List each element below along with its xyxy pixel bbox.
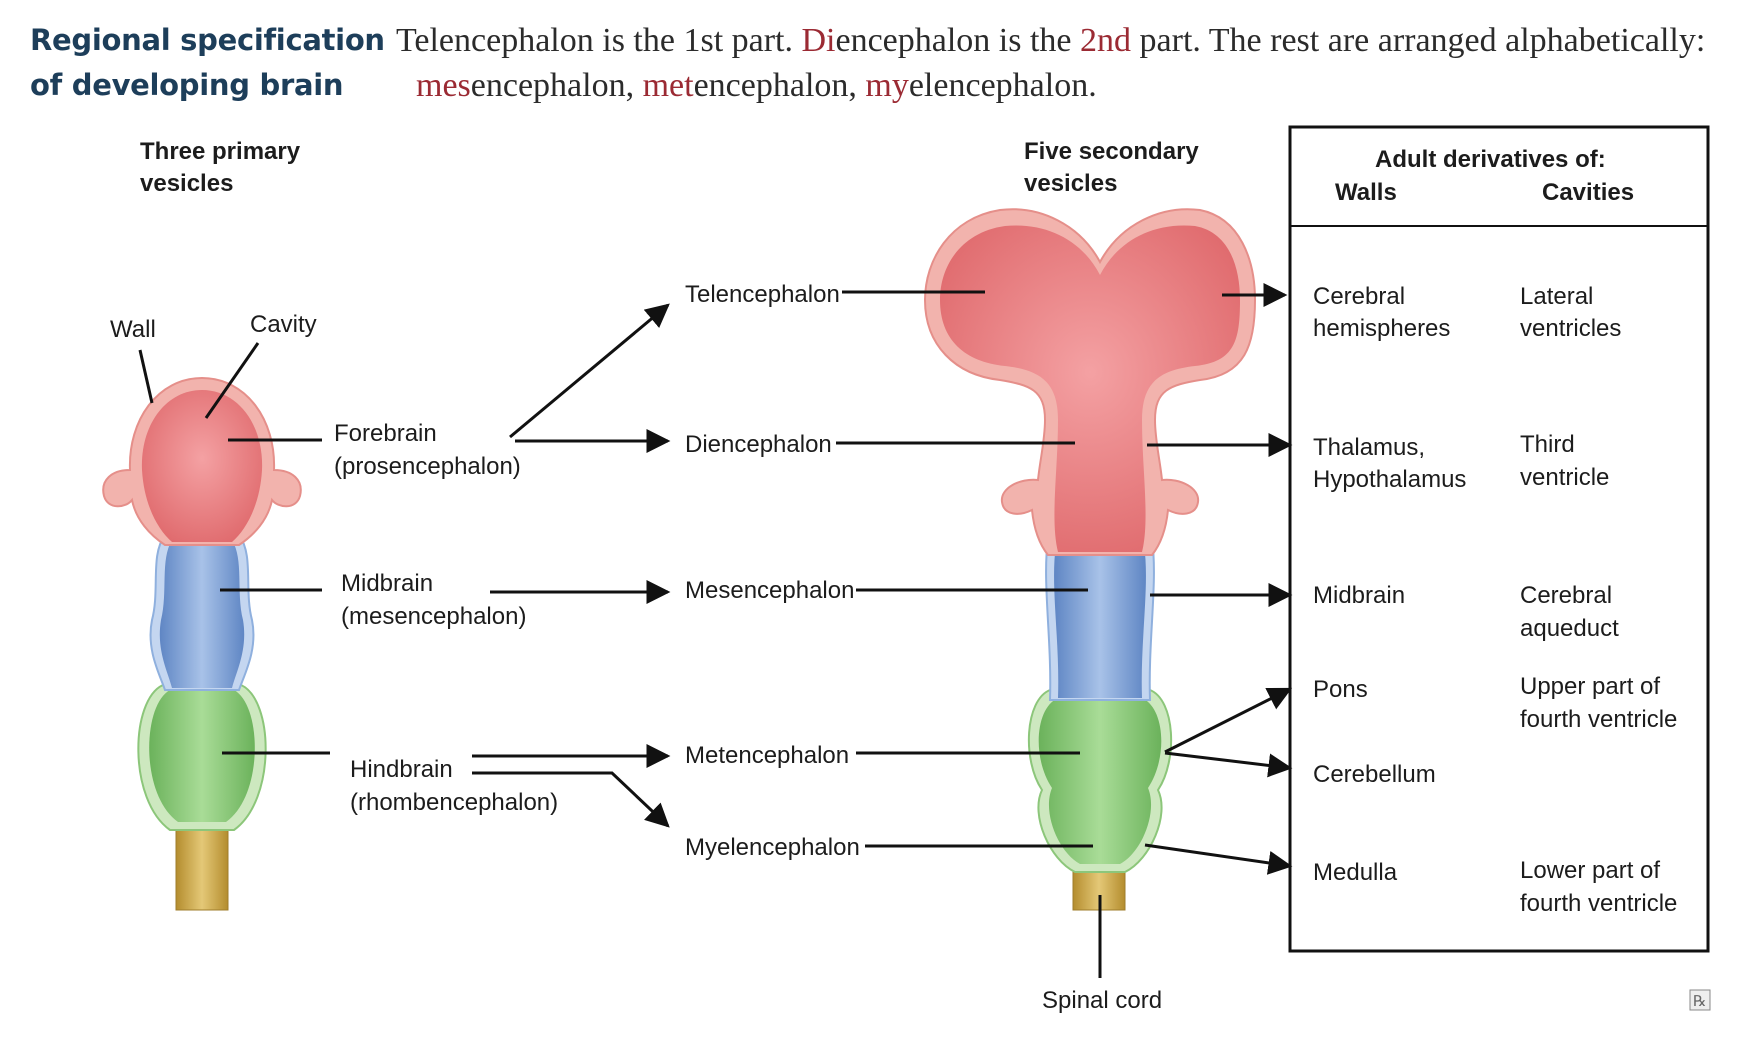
primary-vesicles	[102, 342, 330, 911]
cavity-row-2-line-2: ventricle	[1520, 464, 1609, 491]
cavity-row-4-line-2: fourth ventricle	[1520, 706, 1677, 733]
secondary-forebrain-segment	[923, 208, 1257, 556]
derivatives-table: Adult derivatives of: Walls Cavities Cer…	[1288, 125, 1710, 953]
intro-text-1a: Telencephalon is the 1st part.	[396, 22, 802, 59]
secondary-vesicles	[836, 208, 1257, 978]
intro-line-2: mesencephalon, metencephalon, myelenceph…	[396, 63, 1746, 108]
primary-title-line-1: Three primary	[140, 138, 301, 165]
secondary-to-table-arrows	[1144, 283, 1293, 875]
label-cavity: Cavity	[250, 311, 317, 338]
primary-to-secondary-arrows	[472, 303, 671, 828]
cavity-row-6-line-1: Lower part of	[1520, 857, 1660, 884]
intro-highlight-di: Di	[801, 22, 836, 59]
intro-text-2c: elencephalon.	[908, 67, 1097, 104]
label-mesencephalon: Mesencephalon	[685, 577, 854, 604]
label-myelencephalon: Myelencephalon	[685, 834, 860, 861]
wall-row-1-line-1: Cerebral	[1313, 283, 1405, 310]
label-metencephalon: Metencephalon	[685, 742, 849, 769]
svg-text:℞: ℞	[1693, 994, 1706, 1010]
intro-text-2a: encephalon,	[470, 67, 643, 104]
label-hindbrain: Hindbrain	[350, 756, 453, 783]
table-border	[1288, 125, 1710, 953]
cavity-row-1-line-2: ventricles	[1520, 315, 1621, 342]
intro-highlight-met: met	[642, 67, 694, 104]
label-rhombencephalon: (rhombencephalon)	[350, 789, 558, 816]
wall-row-2-line-2: Hypothalamus	[1313, 466, 1466, 493]
label-diencephalon: Diencephalon	[685, 431, 832, 458]
primary-leader-lines	[138, 342, 330, 755]
wall-row-2-line-1: Thalamus,	[1313, 434, 1425, 461]
intro-text-2b: encephalon,	[693, 67, 866, 104]
cavity-row-2-line-1: Third	[1520, 431, 1575, 458]
secondary-midbrain-segment	[1045, 539, 1155, 701]
table-title: Adult derivatives of:	[1375, 146, 1606, 173]
rx-icon: ℞	[1689, 989, 1711, 1011]
label-wall: Wall	[110, 316, 156, 343]
primary-spinal-segment	[175, 819, 229, 911]
cavity-row-6-line-2: fourth ventricle	[1520, 890, 1677, 917]
primary-hindbrain-segment	[137, 684, 267, 831]
cavity-row-1-line-1: Lateral	[1520, 283, 1593, 310]
table-col-walls: Walls	[1335, 179, 1397, 206]
intro-text: Telencephalon is the 1st part. Diencepha…	[396, 18, 1746, 108]
heading-line-1: Regional specification	[30, 23, 385, 57]
cavity-row-3-line-2: aqueduct	[1520, 615, 1619, 642]
wall-row-3: Midbrain	[1313, 582, 1405, 609]
wall-row-5: Cerebellum	[1313, 761, 1436, 788]
label-spinal-cord: Spinal cord	[1042, 987, 1162, 1014]
heading: Regional specification of developing bra…	[30, 18, 385, 108]
cavity-row-3-line-1: Cerebral	[1520, 582, 1612, 609]
heading-line-2: of developing brain	[30, 68, 344, 102]
intro-text-1b: encephalon is the	[835, 22, 1081, 59]
wall-row-1-line-2: hemispheres	[1313, 315, 1450, 342]
label-midbrain: Midbrain	[341, 570, 433, 597]
label-prosencephalon: (prosencephalon)	[334, 453, 521, 480]
primary-forebrain-segment	[102, 376, 302, 546]
secondary-title-line-2: vesicles	[1024, 170, 1117, 197]
secondary-title-line-1: Five secondary	[1024, 138, 1199, 165]
wall-row-6: Medulla	[1313, 859, 1398, 886]
label-forebrain: Forebrain	[334, 420, 437, 447]
wall-row-4: Pons	[1313, 676, 1368, 703]
intro-highlight-mes: mes	[416, 67, 471, 104]
label-telencephalon: Telencephalon	[685, 281, 840, 308]
cavity-row-4-line-1: Upper part of	[1520, 673, 1660, 700]
intro-highlight-my: my	[865, 67, 909, 104]
table-col-cavities: Cavities	[1542, 179, 1634, 206]
secondary-leader-lines	[836, 290, 1102, 978]
intro-text-1c: part. The rest are arranged alphabetical…	[1131, 22, 1706, 59]
secondary-hindbrain-segment	[1027, 689, 1173, 873]
primary-midbrain-segment	[149, 534, 255, 691]
primary-title-line-2: vesicles	[140, 170, 233, 197]
label-mesencephalon-primary: (mesencephalon)	[341, 603, 526, 630]
intro-highlight-2nd: 2nd	[1080, 22, 1132, 59]
